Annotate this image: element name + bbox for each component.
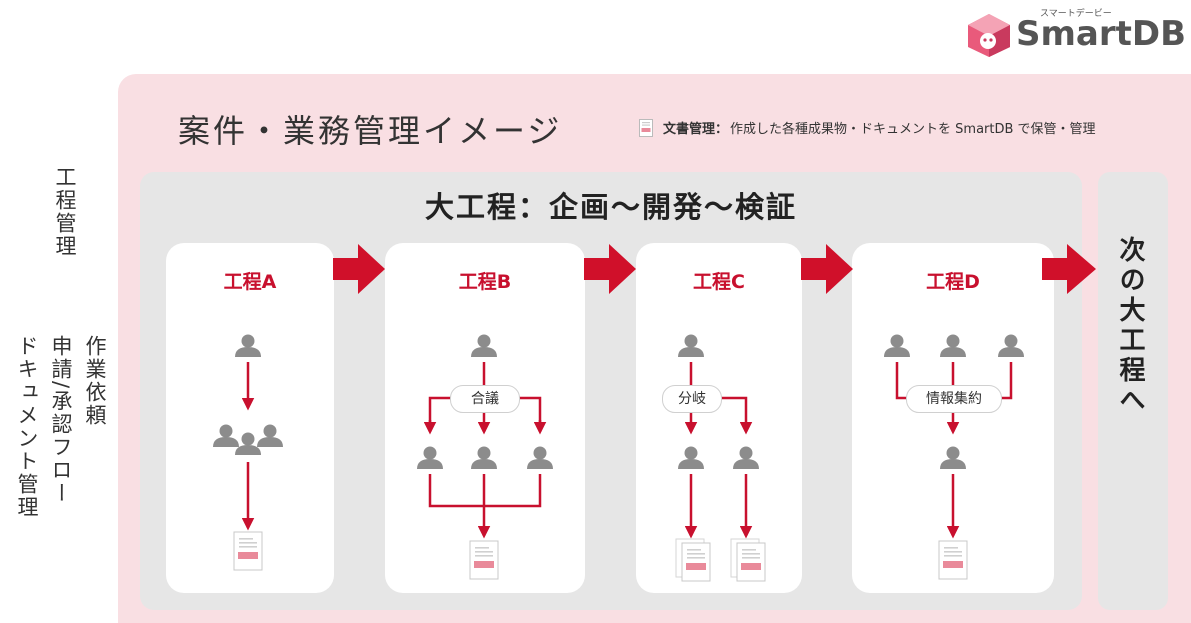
flow-arrow-d-next	[1042, 244, 1096, 294]
step-title-b: 工程B	[458, 271, 512, 293]
smartdb-logo: スマートデービー SmartDB	[960, 6, 1186, 60]
document-legend: 文書管理： 作成した各種成果物・ドキュメントを SmartDB で保管・管理	[639, 118, 1096, 137]
person-icon	[940, 446, 966, 469]
person-icon	[733, 446, 759, 469]
person-icon	[471, 446, 497, 469]
step-a-flow	[213, 334, 283, 571]
step-title-d: 工程D	[926, 271, 980, 293]
side-label-approval-flow: 申請/承認フロー	[49, 335, 73, 506]
step-card-c	[636, 243, 802, 593]
document-icon	[938, 540, 968, 580]
step-b-flow	[417, 334, 553, 580]
flow-arrow-b-c	[584, 244, 636, 294]
person-icon	[527, 446, 553, 469]
flow-arrow-c-d	[801, 244, 853, 294]
step-title-a: 工程A	[223, 271, 277, 293]
document-icon	[233, 531, 263, 571]
person-icon	[998, 334, 1024, 357]
document-stack-icon	[731, 539, 765, 581]
person-icon	[235, 334, 261, 357]
group-icon	[213, 424, 283, 455]
step-d-flow	[884, 334, 1024, 580]
document-icon	[639, 118, 653, 137]
tag-aggregation: 情報集約	[906, 385, 1002, 413]
tag-consensus: 合議	[450, 385, 520, 413]
logo-cube-icon	[968, 14, 1010, 57]
step-title-c: 工程C	[693, 271, 745, 293]
person-icon	[678, 446, 704, 469]
side-label-work-request: 作業依頼	[83, 335, 107, 427]
tag-branch: 分岐	[662, 385, 722, 413]
logo-kana: スマートデービー	[1040, 9, 1112, 19]
main-process-title: 大工程：企画〜開発〜検証	[424, 190, 797, 224]
side-label-document-management: ドキュメント管理	[15, 335, 39, 519]
next-process-panel	[1098, 172, 1168, 610]
logo-wordmark: SmartDB	[1016, 14, 1187, 54]
step-c-flow	[676, 334, 765, 582]
person-icon	[940, 334, 966, 357]
document-stack-icon	[676, 539, 710, 581]
side-label-process-management: 工程管理	[53, 166, 77, 258]
person-icon	[884, 334, 910, 357]
legend-text: 作成した各種成果物・ドキュメントを SmartDB で保管・管理	[730, 122, 1096, 137]
legend-label: 文書管理：	[663, 122, 729, 137]
person-icon	[417, 446, 443, 469]
person-icon	[471, 334, 497, 357]
page-title: 案件・業務管理イメージ	[178, 112, 563, 150]
person-icon	[678, 334, 704, 357]
document-icon	[469, 540, 499, 580]
next-process-label: 次の大工程へ	[1115, 236, 1145, 416]
flow-arrow-a-b	[333, 244, 385, 294]
